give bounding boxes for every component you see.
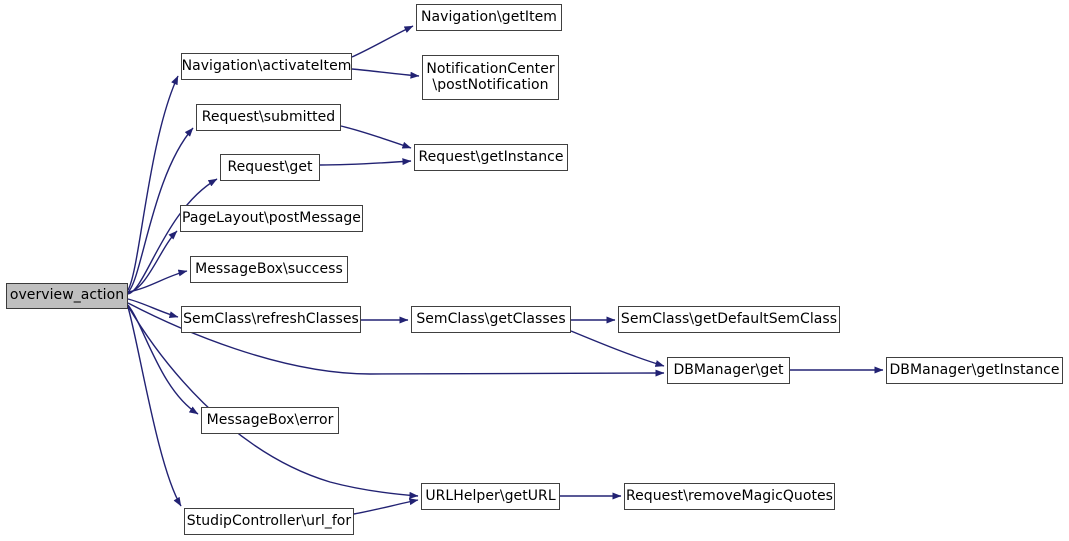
edge-sem_getclasses-to-db_get [570,330,665,367]
edge-overview_action-to-pagelayout_post [127,230,178,294]
node-msgbox_success[interactable]: MessageBox\success [190,256,348,283]
edge-overview_action-to-studip_urlfor [127,306,182,507]
node-urlhelper_geturl[interactable]: URLHelper\getURL [421,483,560,510]
edge-req_get-to-req_getinstance [319,158,412,166]
node-overview_action[interactable]: overview_action [6,283,128,309]
edge-overview_action-to-sem_refresh [127,298,179,319]
edge-req_submitted-to-req_getinstance [340,125,412,149]
edge-overview_action-to-nav_activate [127,75,179,291]
node-msgbox_error[interactable]: MessageBox\error [201,407,339,434]
edge-nav_activate-to-nav_getitem [351,25,414,58]
node-req_get[interactable]: Request\get [220,154,320,181]
node-notif_post[interactable]: NotificationCenter \postNotification [422,55,559,100]
node-db_get[interactable]: DBManager\get [667,357,790,384]
edge-overview_action-to-urlhelper_geturl [127,305,419,499]
node-pagelayout_post[interactable]: PageLayout\postMessage [180,205,363,232]
node-sem_getclasses[interactable]: SemClass\getClasses [411,306,571,333]
node-db_getinstance[interactable]: DBManager\getInstance [886,357,1063,384]
node-sem_refresh[interactable]: SemClass\refreshClasses [181,306,361,333]
node-sem_getdefault[interactable]: SemClass\getDefaultSemClass [618,306,840,333]
edge-nav_activate-to-notif_post [351,68,420,79]
node-studip_urlfor[interactable]: StudipController\url_for [184,508,354,535]
edge-studip_urlfor-to-urlhelper_geturl [353,498,419,515]
edge-overview_action-to-msgbox_success [127,269,188,293]
node-req_submitted[interactable]: Request\submitted [196,104,341,131]
node-req_removemagic[interactable]: Request\removeMagicQuotes [624,483,835,510]
node-req_getinstance[interactable]: Request\getInstance [414,144,568,171]
node-nav_activate[interactable]: Navigation\activateItem [181,53,352,80]
node-nav_getitem[interactable]: Navigation\getItem [416,4,562,31]
